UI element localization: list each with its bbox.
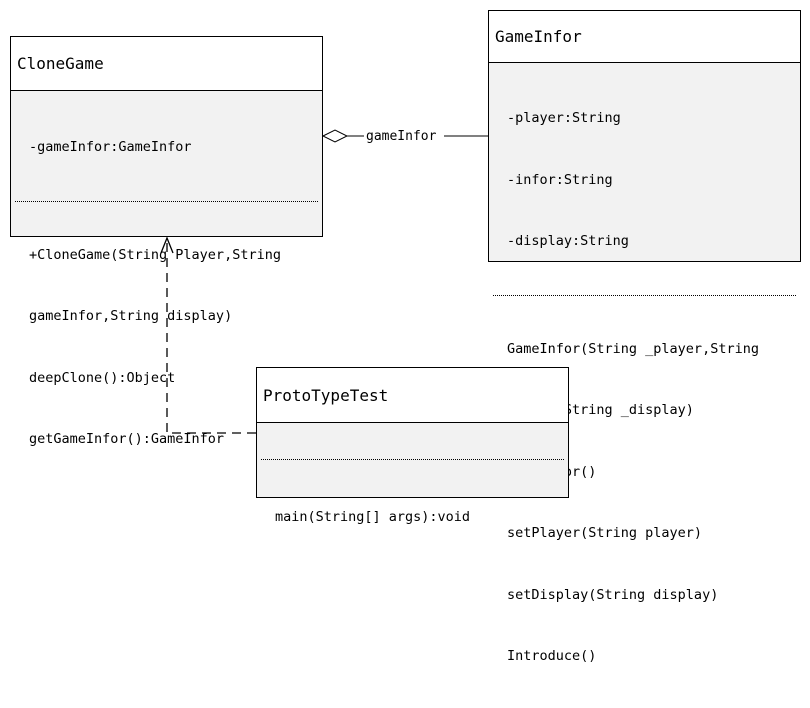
class-prototypetest-name: ProtoTypeTest <box>257 368 568 423</box>
aggregation-label: gameInfor <box>366 129 437 144</box>
class-gameinfor-attributes: -player:String -infor:String -display:St… <box>489 63 800 295</box>
class-prototypetest-separator <box>261 459 564 460</box>
operation-clonegame-constructor-cont: gameInfor,String display) <box>29 308 233 324</box>
class-clonegame-separator <box>15 200 318 202</box>
aggregation-diamond <box>321 129 349 143</box>
attribute-display: -display:String <box>507 233 629 249</box>
connectors-layer: gameInfor <box>160 129 488 434</box>
class-gameinfor[interactable]: GameInfor -player:String -infor:String -… <box>488 10 801 664</box>
class-gameinfor-separator <box>493 294 796 296</box>
attribute-player: -player:String <box>507 110 621 126</box>
operation-setdisplay: setDisplay(String display) <box>507 586 719 603</box>
attribute-gameinfor: -gameInfor:GameInfor <box>29 139 192 155</box>
dependency-arrowhead <box>160 236 174 254</box>
operation-gameinfor-constructor: GameInfor(String _player,String <box>507 340 759 357</box>
class-clonegame-attributes: -gameInfor:GameInfor <box>11 91 322 201</box>
class-clonegame[interactable]: CloneGame -gameInfor:GameInfor +CloneGam… <box>10 36 323 447</box>
class-clonegame-name: CloneGame <box>11 37 322 91</box>
operation-getgameinfor: getGameInfor():GameInfor <box>29 431 225 447</box>
operation-introduce: Introduce() <box>507 648 597 664</box>
class-prototypetest[interactable]: ProtoTypeTest main(String[] args):void <box>256 367 569 525</box>
class-gameinfor-name: GameInfor <box>489 11 800 63</box>
dependency-relation[interactable] <box>160 236 256 434</box>
dependency-line <box>166 238 256 434</box>
operation-deepclone: deepClone():Object <box>29 369 176 386</box>
operation-clonegame-constructor: +CloneGame(String Player,String <box>29 246 281 263</box>
aggregation-relation[interactable]: gameInfor <box>321 129 488 144</box>
class-clonegame-operations: +CloneGame(String Player,String gameInfo… <box>11 202 322 491</box>
attribute-infor: -infor:String <box>507 171 613 188</box>
